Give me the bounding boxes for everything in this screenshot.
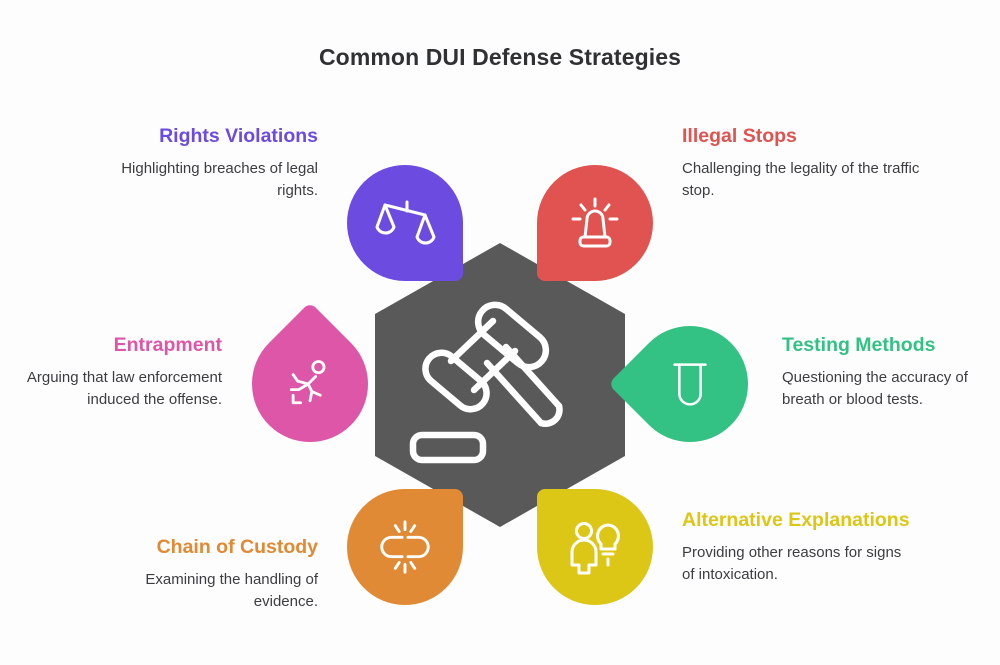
pin-shape [607, 301, 773, 467]
label-entrapment: Entrapment Arguing that law enforcement … [0, 333, 222, 410]
label-description: Questioning the accuracy of breath or bl… [782, 368, 968, 408]
label-description: Examining the handling of evidence. [145, 570, 318, 610]
label-title: Illegal Stops [682, 125, 797, 147]
label-chain-of-custody: Chain of Custody Examining the handling … [78, 535, 318, 612]
pin-testing-methods[interactable] [607, 301, 773, 467]
pin-rights-violations[interactable] [347, 165, 463, 281]
label-description: Providing other reasons for signs of int… [682, 543, 902, 583]
label-title: Testing Methods [782, 334, 936, 356]
pin-shape [537, 489, 653, 605]
page-title: Common DUI Defense Strategies [318, 44, 682, 70]
label-title: Alternative Explanations [682, 509, 910, 531]
pin-alternative-explanations[interactable] [537, 489, 653, 605]
central-hub [375, 243, 625, 527]
label-testing-methods: Testing Methods Questioning the accuracy… [782, 333, 992, 410]
label-illegal-stops: Illegal Stops Challenging the legality o… [682, 124, 922, 201]
label-alternative-explanations: Alternative Explanations Providing other… [682, 508, 912, 585]
pin-shape [227, 301, 393, 467]
pin-chain-of-custody[interactable] [347, 489, 463, 605]
label-description: Highlighting breaches of legal rights. [121, 159, 318, 199]
label-title: Entrapment [113, 334, 222, 356]
label-title: Rights Violations [159, 125, 318, 147]
pin-shape [537, 165, 653, 281]
label-description: Challenging the legality of the traffic … [682, 159, 920, 199]
pin-shape [347, 165, 463, 281]
label-rights-violations: Rights Violations Highlighting breaches … [78, 124, 318, 201]
pin-illegal-stops[interactable] [537, 165, 653, 281]
pin-entrapment[interactable] [227, 301, 393, 467]
label-description: Arguing that law enforcement induced the… [26, 368, 222, 408]
hexagon-shape [375, 243, 625, 527]
label-title: Chain of Custody [156, 536, 318, 558]
pin-shape [347, 489, 463, 605]
